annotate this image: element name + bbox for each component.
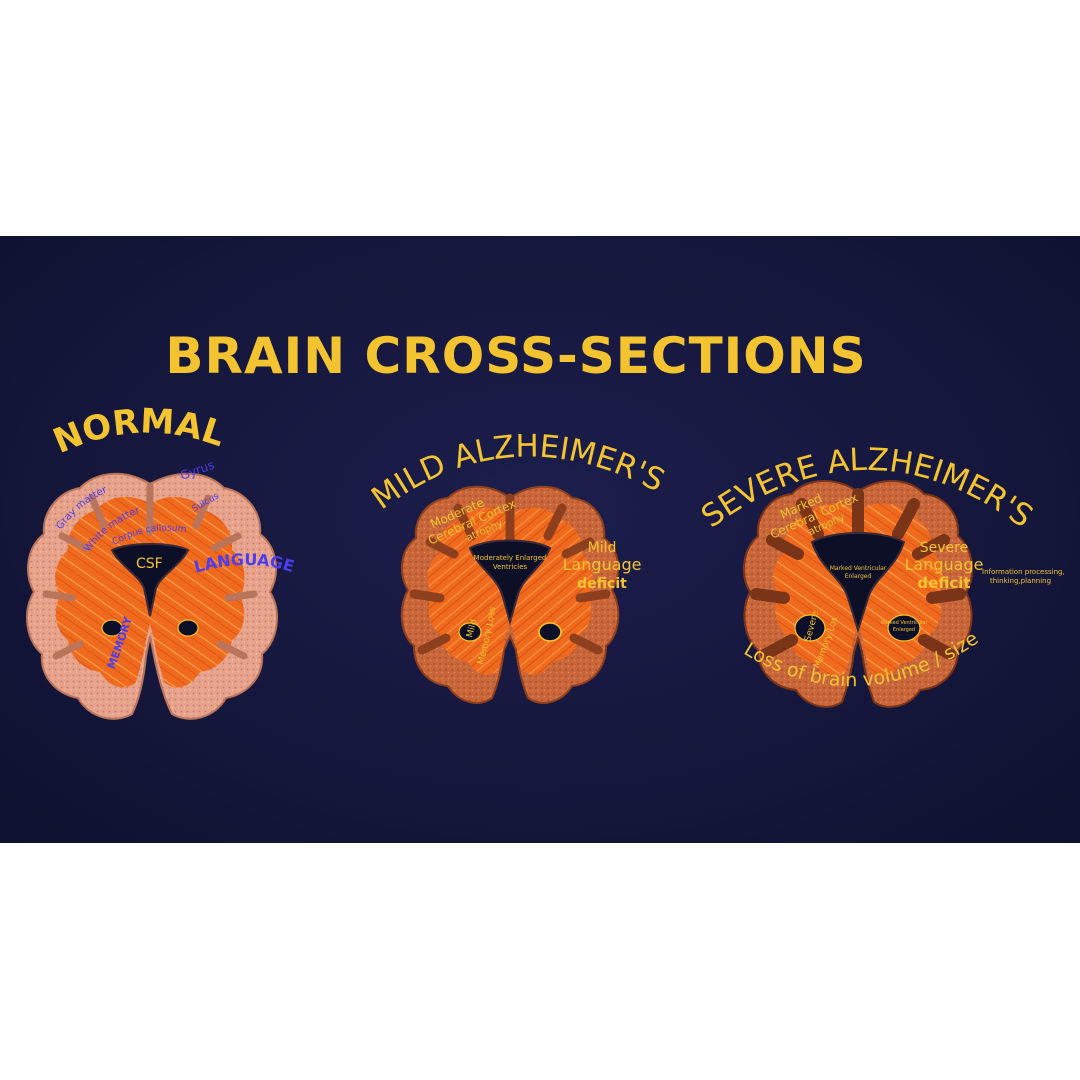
severe-language-line2: Language bbox=[905, 555, 984, 574]
severe-ventricles-line2: Enlarged bbox=[845, 573, 872, 580]
mild-hippocampus-left bbox=[458, 622, 482, 642]
severe-info-line2: thinking,planning bbox=[990, 577, 1051, 585]
severe-ventricles bbox=[810, 532, 906, 634]
severe-hippocampus-left bbox=[794, 614, 826, 642]
brain-diagram: BRAIN CROSS-SECTIONS NORMAL bbox=[0, 236, 1065, 720]
normal-hippocampus-left bbox=[101, 619, 123, 637]
mild-sulci bbox=[409, 493, 611, 655]
normal-section: NORMAL Gray matter White mat bbox=[26, 401, 297, 720]
mild-ventricles-line1: Moderately Enlarged bbox=[474, 554, 547, 562]
diagram-panel: BRAIN CROSS-SECTIONS NORMAL bbox=[0, 236, 1080, 843]
mild-ventricles bbox=[468, 539, 552, 626]
normal-sulci bbox=[42, 482, 258, 660]
severe-hippocampus-right bbox=[887, 614, 921, 642]
normal-ventricles bbox=[110, 543, 190, 617]
mild-brain bbox=[400, 485, 620, 704]
label-csf: CSF bbox=[136, 556, 163, 572]
severe-brain bbox=[742, 479, 974, 708]
normal-heading: NORMAL bbox=[48, 401, 230, 462]
mild-language-line1: Mild bbox=[588, 540, 617, 556]
svg-text:NORMAL: NORMAL bbox=[48, 401, 230, 462]
mild-section: MILD ALZHEIMER'S Moderate Cerebral Cor bbox=[365, 428, 670, 704]
normal-brain bbox=[26, 472, 278, 720]
normal-hippocampus-right bbox=[177, 619, 199, 637]
severe-info-line1: Information processing, bbox=[982, 568, 1065, 576]
severe-hippocampus-line1: Marked Ventricular bbox=[880, 620, 928, 626]
severe-hippocampus-line2: Enlarged bbox=[893, 627, 915, 633]
mild-ventricles-line2: Ventricles bbox=[493, 563, 528, 571]
severe-language-line1: Severe bbox=[920, 540, 968, 556]
mild-memory-line1: Mild bbox=[465, 618, 479, 638]
severe-language-line3: deficit bbox=[917, 574, 970, 592]
mild-language-line2: Language bbox=[563, 555, 642, 574]
mild-language-line3: deficit bbox=[577, 576, 627, 592]
severe-ventricles-line1: Marked Ventricular bbox=[830, 565, 887, 572]
main-title: BRAIN CROSS-SECTIONS bbox=[165, 327, 866, 385]
mild-hippocampus-right bbox=[538, 622, 562, 642]
